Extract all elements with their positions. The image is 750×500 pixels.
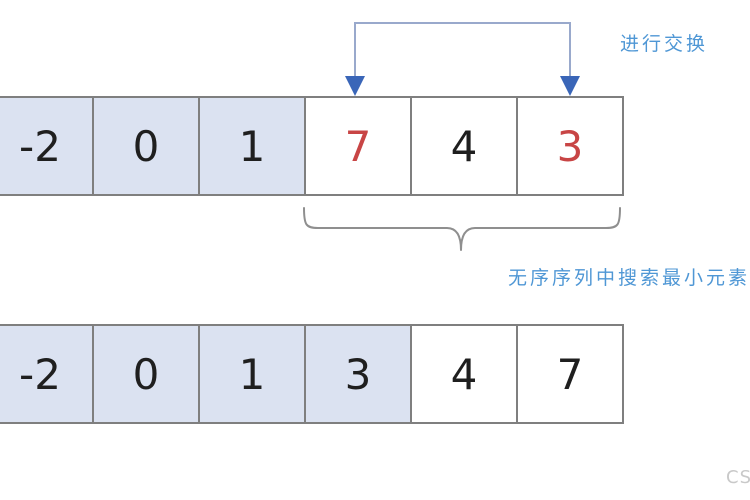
search-min-label: 无序序列中搜索最小元素 bbox=[508, 267, 750, 289]
array-row-before: -2 0 1 7 4 3 bbox=[0, 96, 624, 196]
array-row-after: -2 0 1 3 4 7 bbox=[0, 324, 624, 424]
array-cell: 0 bbox=[92, 96, 200, 196]
array-cell: 3 bbox=[304, 324, 412, 424]
arrow-head-right-icon bbox=[560, 76, 580, 96]
array-cell: 7 bbox=[304, 96, 412, 196]
array-cell: -2 bbox=[0, 324, 94, 424]
array-cell: 4 bbox=[410, 324, 518, 424]
unsorted-range-brace bbox=[303, 207, 621, 251]
array-cell: 1 bbox=[198, 96, 306, 196]
arrow-head-left-icon bbox=[345, 76, 365, 96]
array-cell: 1 bbox=[198, 324, 306, 424]
watermark-text: CS bbox=[726, 467, 750, 488]
swap-arrow bbox=[345, 22, 580, 96]
array-cell: 7 bbox=[516, 324, 624, 424]
array-cell: 0 bbox=[92, 324, 200, 424]
array-cell: 4 bbox=[410, 96, 518, 196]
array-cell: -2 bbox=[0, 96, 94, 196]
array-cell: 3 bbox=[516, 96, 624, 196]
swap-label: 进行交换 bbox=[620, 33, 709, 55]
